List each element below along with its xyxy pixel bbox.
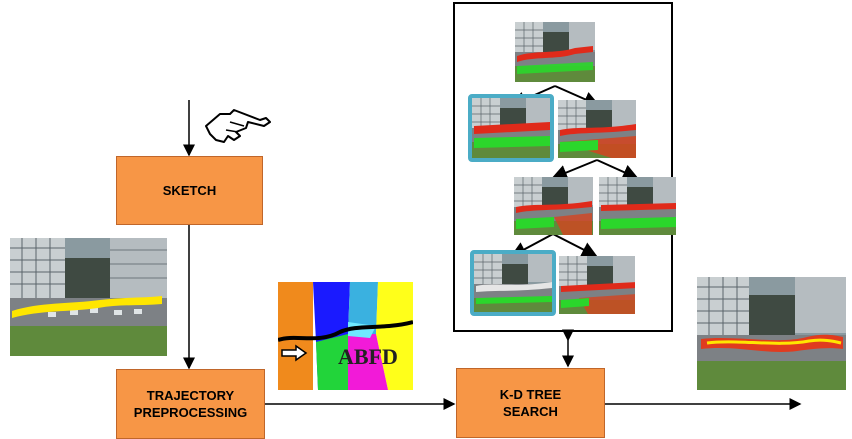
- selected-leaf-highlight: [470, 250, 556, 316]
- sketch-label: SKETCH: [162, 183, 217, 198]
- tree-node-root[interactable]: [515, 22, 595, 82]
- tree-node-l4-left[interactable]: [474, 254, 552, 312]
- tree-edge-l2-left: [551, 159, 598, 181]
- sketch-box[interactable]: SKETCH: [116, 156, 263, 225]
- region-map-image: ABFD: [278, 282, 413, 390]
- kdtree-search-box[interactable]: K-D TREE SEARCH: [456, 368, 605, 438]
- tree-edge-l2-right: [596, 159, 639, 180]
- region-code-label: ABFD: [338, 344, 398, 369]
- tree-node-l3-left[interactable]: [514, 177, 593, 235]
- kdtree-line1: K-D TREE: [499, 387, 562, 402]
- kdtree-frame: [453, 2, 673, 332]
- preprocessing-line1: TRAJECTORY: [146, 388, 235, 403]
- tree-edge-l3-right: [552, 233, 598, 257]
- preprocessing-line2: PREPROCESSING: [133, 405, 248, 420]
- kdtree-line2: SEARCH: [503, 404, 558, 419]
- tree-node-l3-right[interactable]: [599, 177, 676, 235]
- selected-node-highlight: [468, 94, 554, 162]
- output-scene-image: [697, 277, 846, 390]
- input-scene-image: [10, 238, 167, 356]
- tree-node-l4-right[interactable]: [559, 256, 635, 314]
- tree-node-l2-left[interactable]: [472, 98, 550, 158]
- tree-node-l2-right[interactable]: [558, 100, 636, 158]
- trajectory-preprocessing-box[interactable]: TRAJECTORY PREPROCESSING: [116, 369, 265, 439]
- pointing-hand-icon: [205, 109, 271, 143]
